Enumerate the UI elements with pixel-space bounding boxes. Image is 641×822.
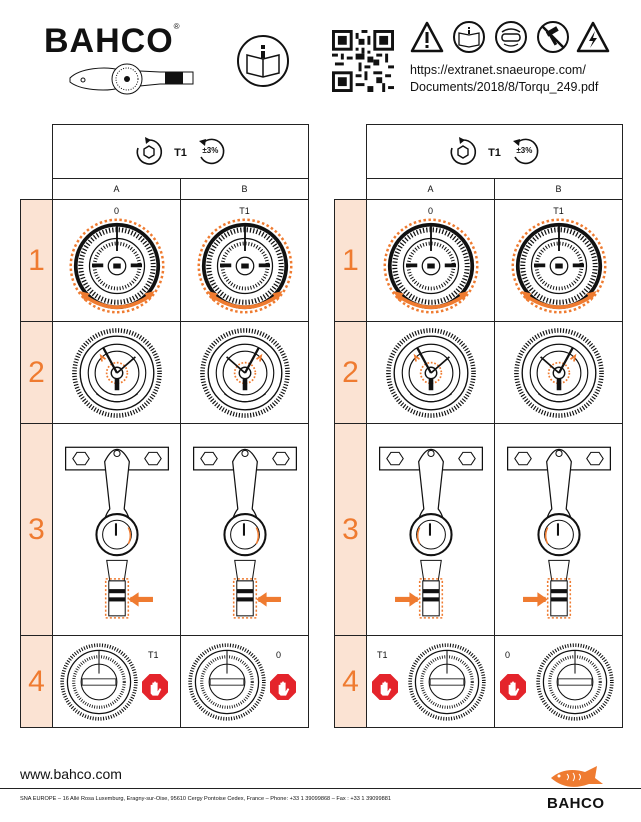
column-b-label: B [180, 178, 309, 200]
step-4-number: 4 [20, 635, 53, 728]
step-4-cell-b: 0 [180, 635, 309, 728]
document-url[interactable]: https://extranet.snaeurope.com/ Document… [410, 63, 599, 94]
procedure-panel-left: T1 ±3% A B 1 0 T1 [20, 124, 309, 728]
footer-brand: BAHCO [547, 795, 605, 812]
step-1-cell-b: T1 [180, 199, 309, 322]
step-2-number: 2 [20, 321, 53, 424]
step-4-value-b: 0 [276, 650, 282, 660]
dial-icon [71, 327, 163, 419]
column-a-label: A [52, 178, 181, 200]
dial-icon [195, 216, 295, 316]
company-address: SNA EUROPE – 16 Allé Rosa Luxemburg, Era… [20, 796, 391, 802]
step-4-value-b: 0 [505, 650, 511, 660]
step-3-cell-b [180, 423, 309, 636]
step-1-cell-b: T1 [494, 199, 623, 322]
step-3-cell-b [494, 423, 623, 636]
procedure-panel-right: T1 ±3% A B 1 0 T1 [334, 124, 623, 728]
step-1-number: 1 [334, 199, 367, 322]
wrench-in-vise-icon [506, 446, 611, 619]
dial-icon [381, 216, 481, 316]
qr-code-icon [332, 30, 394, 92]
step-1-value-a: 0 [427, 205, 433, 216]
dial-icon [509, 216, 609, 316]
bahco-logo: BAHCO® [44, 22, 181, 60]
step-1-value-a: 0 [113, 205, 119, 216]
warning-icon [410, 21, 444, 53]
header-t1-cell: T1 ±3% [52, 124, 309, 179]
website-link[interactable]: www.bahco.com [20, 766, 122, 782]
dial-icon [60, 643, 138, 721]
stop-hand-icon [500, 674, 526, 700]
dial-icon [408, 643, 486, 721]
goggles-icon [495, 21, 527, 53]
rotate-clockwise-icon [450, 135, 476, 165]
header-t1-cell: T1 ±3% [366, 124, 623, 179]
step-3-number: 3 [334, 423, 367, 636]
wrench-in-vise-icon [192, 446, 297, 619]
step-2-cell-b [180, 321, 309, 424]
dial-icon [199, 327, 291, 419]
step-4-cell-a: T1 [52, 635, 181, 728]
step-4-number: 4 [334, 635, 367, 728]
safety-icons [410, 21, 610, 53]
step-3-cell-a [52, 423, 181, 636]
tolerance-icon: ±3% [197, 137, 227, 167]
step-3-number: 3 [20, 423, 53, 636]
fish-logo-icon [551, 766, 603, 787]
column-a-label: A [366, 178, 495, 200]
stop-hand-icon [270, 674, 296, 700]
book-manual-icon [237, 35, 289, 87]
tolerance-icon: ±3% [511, 137, 541, 167]
step-1-value-b: T1 [553, 205, 564, 216]
step-1-number: 1 [20, 199, 53, 322]
wrench-in-vise-icon [64, 446, 169, 619]
stop-hand-icon [372, 674, 398, 700]
step-1-cell-a: 0 [366, 199, 495, 322]
step-3-cell-a [366, 423, 495, 636]
dial-icon [67, 216, 167, 316]
step-4-value-a: T1 [377, 650, 388, 660]
step-2-cell-b [494, 321, 623, 424]
dial-icon [385, 327, 477, 419]
wrench-in-vise-icon [378, 446, 483, 619]
wrench-illustration-icon [69, 63, 194, 95]
step-1-cell-a: 0 [52, 199, 181, 322]
dial-icon [513, 327, 605, 419]
footer-divider [0, 788, 641, 789]
t1-label: T1 [488, 146, 501, 159]
electric-hazard-icon [576, 21, 610, 53]
step-1-value-b: T1 [239, 205, 250, 216]
no-hammer-icon [537, 21, 569, 53]
step-2-number: 2 [334, 321, 367, 424]
step-2-cell-a [52, 321, 181, 424]
stop-hand-icon [142, 674, 168, 700]
t1-label: T1 [174, 146, 187, 159]
dial-icon [536, 643, 614, 721]
dial-icon [188, 643, 266, 721]
read-manual-icon [453, 21, 485, 53]
step-4-cell-b: 0 [494, 635, 623, 728]
column-b-label: B [494, 178, 623, 200]
step-2-cell-a [366, 321, 495, 424]
rotate-clockwise-icon [136, 135, 162, 165]
step-4-cell-a: T1 [366, 635, 495, 728]
step-4-value-a: T1 [148, 650, 159, 660]
